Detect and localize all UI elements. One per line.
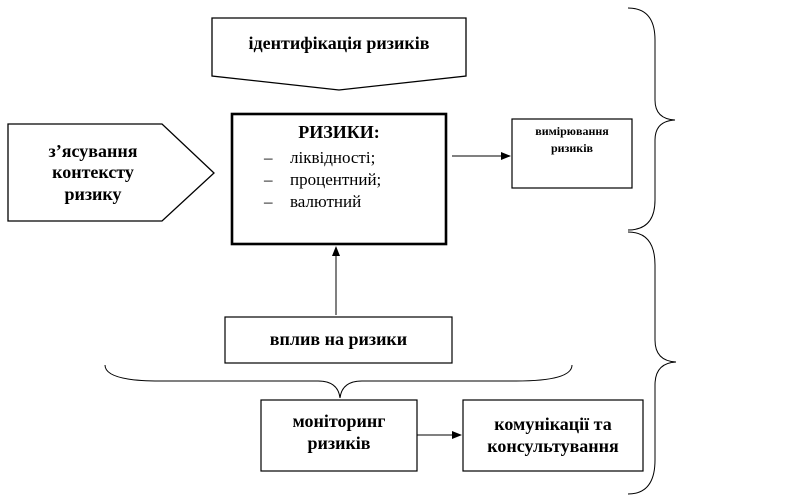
risks-title: РИЗИКИ:: [298, 122, 380, 142]
influence-label: вплив на ризики: [225, 317, 452, 363]
measurement-line-1: вимірювання: [535, 123, 609, 138]
communication-line-2: консультування: [487, 435, 619, 456]
identification-shape: [211, 17, 467, 91]
monitoring-label: моніторинг ризиків: [261, 400, 417, 465]
context-label: з’ясування контексту ризику: [8, 128, 178, 218]
context-line-3: ризику: [64, 183, 122, 204]
risks-list: ліквідності; процентний; валютний: [232, 147, 446, 212]
risk-item: процентний;: [264, 169, 446, 191]
context-line-2: контексту: [52, 162, 134, 183]
risk-item: ліквідності;: [264, 147, 446, 169]
influence-box: [224, 316, 453, 364]
right-brace-lower: [627, 231, 677, 495]
monitoring-line-1: моніторинг: [292, 410, 386, 431]
horizontal-brace: [104, 364, 573, 399]
measurement-label: вимірювання ризиків: [512, 122, 632, 158]
identification-text: ідентифікація ризиків: [248, 33, 430, 54]
context-shape: [7, 123, 215, 222]
monitoring-line-2: ризиків: [307, 432, 371, 453]
communication-line-1: комунікації та: [494, 413, 612, 434]
risks-content: РИЗИКИ: ліквідності; процентний; валютни…: [232, 114, 446, 244]
context-line-1: з’ясування: [48, 140, 138, 161]
influence-text: вплив на ризики: [269, 329, 408, 350]
measurement-box: [511, 118, 633, 189]
risk-item: валютний: [264, 191, 446, 213]
identification-label: ідентифікація ризиків: [212, 22, 466, 66]
right-brace-upper: [627, 7, 676, 231]
measurement-line-2: ризиків: [550, 141, 594, 155]
communication-label: комунікації та консультування: [463, 400, 643, 471]
communication-box: [462, 399, 644, 472]
